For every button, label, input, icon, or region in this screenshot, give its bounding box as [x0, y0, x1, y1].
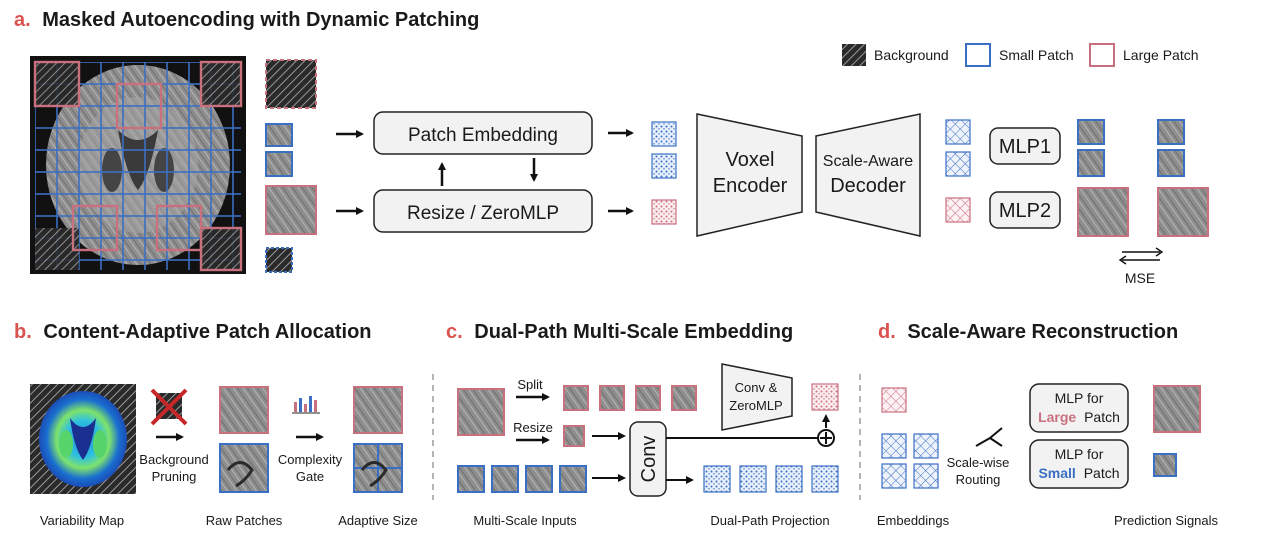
variability-map	[30, 384, 136, 494]
bg-pruning-label-2: Pruning	[152, 469, 197, 484]
section-c-letter: c.	[446, 321, 463, 343]
prediction-patches	[1153, 385, 1201, 477]
mlp-small-block: MLP for Small Patch	[1029, 439, 1129, 489]
masked-small-patch	[265, 247, 293, 273]
caption-multi-scale-inputs: Multi-Scale Inputs	[473, 513, 577, 528]
patch-embedding-block: Patch Embedding	[373, 111, 593, 155]
legend-small-label: Small Patch	[999, 47, 1074, 63]
caption-dual-path-projection: Dual-Path Projection	[710, 513, 829, 528]
embeddings-group	[881, 387, 939, 489]
complexity-label-2: Gate	[296, 469, 324, 484]
section-c-title: c. Dual-Path Multi-Scale Embedding	[446, 321, 793, 343]
adaptive-patches	[353, 386, 403, 493]
legend-small-swatch	[965, 43, 991, 67]
brain-mri-grid	[30, 56, 246, 274]
resize-zeromlp-block: Resize / ZeroMLP	[373, 189, 593, 233]
section-d-heading: Scale-Aware Reconstruction	[907, 321, 1178, 343]
mlp2-label: MLP2	[999, 200, 1051, 222]
mlp1-label: MLP1	[999, 136, 1051, 158]
svg-text:Small Patch: Small Patch	[1038, 465, 1119, 481]
svg-text:d. Scale-Aware Reconstru: d. Scale-Aware Reconstruction	[878, 321, 1178, 343]
caption-prediction-signals: Prediction Signals	[1114, 513, 1219, 528]
patch-embedding-label: Patch Embedding	[408, 125, 558, 146]
section-b-letter: b.	[14, 321, 32, 343]
caption-raw-patches: Raw Patches	[206, 513, 283, 528]
mlp-large-prefix: MLP for	[1055, 390, 1104, 406]
caption-variability-map: Variability Map	[40, 513, 124, 528]
encoder-label-2: Encoder	[713, 175, 788, 197]
svg-text:Large Patch: Large Patch	[1038, 409, 1120, 425]
conv-zeromlp-block: Conv & ZeroMLP	[721, 363, 793, 431]
caption-embeddings: Embeddings	[877, 513, 950, 528]
legend-background-label: Background	[874, 47, 949, 63]
section-b-heading: Content-Adaptive Patch Allocation	[43, 321, 371, 343]
complexity-chart-icon	[292, 396, 320, 414]
split-label: Split	[517, 377, 543, 392]
sum-node	[817, 429, 835, 447]
masked-large-patch	[265, 59, 317, 109]
mlp1-block: MLP1	[989, 127, 1061, 165]
mlp-small-prefix: MLP for	[1055, 446, 1104, 462]
voxel-encoder: Voxel Encoder	[696, 113, 803, 237]
conv-label: Conv	[638, 436, 660, 483]
legend-large-swatch	[1089, 43, 1115, 67]
pruned-background-icon	[150, 388, 188, 426]
mlp-small-word: Small	[1038, 465, 1075, 481]
bg-pruning-label-1: Background	[139, 452, 208, 467]
decoder-label-1: Scale-Aware	[823, 153, 914, 170]
mlp-small-patch-word: Patch	[1084, 465, 1120, 481]
small-embedding-tokens	[703, 465, 839, 493]
small-patch-1	[265, 123, 293, 147]
conv-zeromlp-label-1: Conv &	[735, 380, 778, 395]
routing-label-2: Routing	[956, 472, 1001, 487]
section-d-letter: d.	[878, 321, 896, 343]
section-c-heading: Dual-Path Multi-Scale Embedding	[474, 321, 793, 343]
multi-scale-inputs	[457, 388, 587, 493]
section-a-title: a. Masked Autoencoding with Dynamic Patc…	[14, 9, 479, 31]
raw-patches	[219, 386, 269, 493]
resize-zeromlp-label: Resize / ZeroMLP	[407, 203, 559, 224]
conv-block: Conv	[629, 421, 667, 497]
routing-label-1: Scale-wise	[947, 455, 1010, 470]
legend-background-swatch	[842, 44, 866, 66]
split-patches	[563, 385, 697, 447]
section-a-letter: a.	[14, 9, 31, 31]
conv-zeromlp-label-2: ZeroMLP	[729, 398, 782, 413]
small-patch-2	[265, 151, 293, 177]
legend: Background Small Patch Large Patch	[842, 43, 1199, 67]
section-b-title: b. Content-Adaptive Patch Allocation	[14, 321, 372, 343]
encoder-label-1: Voxel	[726, 149, 775, 171]
mlp-large-word: Large	[1038, 409, 1076, 425]
complexity-label-1: Complexity	[278, 452, 343, 467]
svg-text:c. Dual-Path Multi-Scale: c. Dual-Path Multi-Scale Embedding	[446, 321, 793, 343]
section-d-title: d. Scale-Aware Reconstruction	[878, 321, 1178, 343]
reconstruction-patches	[1077, 119, 1209, 237]
caption-adaptive-size: Adaptive Size	[338, 513, 418, 528]
resize-label: Resize	[513, 420, 553, 435]
mlp-large-block: MLP for Large Patch	[1029, 383, 1129, 433]
legend-large-label: Large Patch	[1123, 47, 1199, 63]
large-embedding-token	[811, 383, 839, 411]
svg-text:a. Masked Autoencoding w: a. Masked Autoencoding with Dynamic Patc…	[14, 9, 479, 31]
mlp2-block: MLP2	[989, 191, 1061, 229]
embedding-tokens	[651, 121, 677, 225]
extracted-patches	[265, 59, 317, 273]
mlp-large-patch-word: Patch	[1084, 409, 1120, 425]
large-patch	[265, 185, 317, 235]
decoder-label-2: Decoder	[830, 175, 906, 197]
svg-text:b. Content-Adaptive Patc: b. Content-Adaptive Patch Allocation	[14, 321, 372, 343]
scale-aware-decoder: Scale-Aware Decoder	[815, 113, 921, 237]
mse-loss: MSE	[1118, 247, 1164, 286]
routing-fork	[975, 427, 1003, 447]
mse-label: MSE	[1125, 270, 1155, 286]
decoded-tokens	[945, 119, 971, 223]
section-a-heading: Masked Autoencoding with Dynamic Patchin…	[42, 9, 479, 31]
